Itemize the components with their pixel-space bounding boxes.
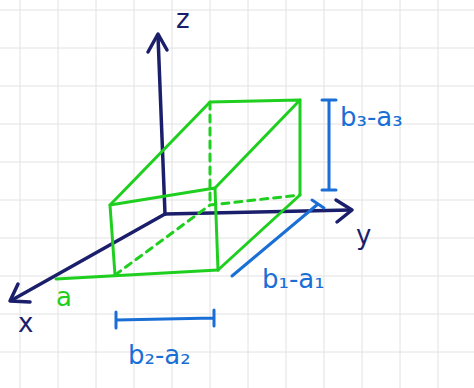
dimension-label: b₂-a₂ (128, 342, 191, 368)
axis-label: y (356, 222, 371, 248)
dimension-brackets (116, 100, 336, 328)
axes (10, 34, 352, 302)
dimension-label: b₃-a₃ (340, 104, 403, 130)
dimension-label: b₁-a₁ (262, 266, 325, 292)
box (56, 100, 300, 279)
axis-label: z (176, 6, 190, 32)
point-label: a (56, 284, 72, 310)
axis-label: x (18, 310, 33, 336)
